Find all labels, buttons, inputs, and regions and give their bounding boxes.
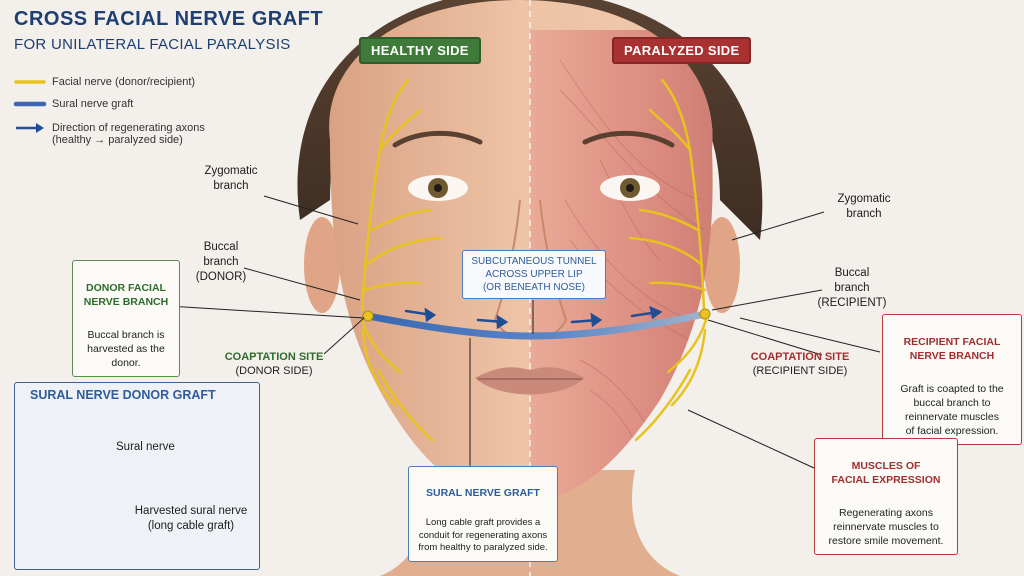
paralyzed-side-label: PARALYZED SIDE (612, 37, 752, 64)
axon-direction-arrows (404, 305, 663, 330)
sural-graft-box: SURAL NERVE GRAFT Long cable graft provi… (408, 466, 558, 563)
sural-donor-inset (14, 382, 260, 570)
buccal-branch-recipient-label: Buccal branch (RECIPIENT) (817, 267, 887, 309)
coaptation-right-marker (699, 308, 711, 320)
page-title: CROSS FACIAL NERVE GRAFT (14, 8, 324, 30)
sural-graft-box-text: Long cable graft provides a conduit for … (418, 516, 548, 554)
left-ear (304, 217, 340, 313)
coaptation-site-recipient: COAPTATION SITE (RECIPIENT SIDE) (750, 351, 850, 378)
inset-title: SURAL NERVE DONOR GRAFT (30, 388, 216, 402)
sural-graft-line (364, 310, 709, 340)
right-eyebrow (582, 130, 675, 148)
recipient-branch-box: RECIPIENT FACIAL NERVE BRANCH Graft is c… (882, 314, 1022, 446)
muscles-box-text: Regenerating axons reinnervate muscles t… (828, 506, 944, 548)
healthy-side-label: HEALTHY SIDE (359, 37, 481, 64)
sural-nerve-label: Sural nerve (116, 441, 175, 453)
sural-graft-box-title: SURAL NERVE GRAFT (426, 486, 540, 499)
legend-item-sural-graft: Sural nerve graft (52, 98, 134, 110)
muscles-box: MUSCLES OF FACIAL EXPRESSION Regeneratin… (814, 438, 958, 556)
recipient-box-title: RECIPIENT FACIAL NERVE BRANCH (903, 336, 1001, 363)
left-facial-nerve (360, 78, 442, 442)
zygomatic-branch-left-label: Zygomatic branch (204, 165, 258, 192)
legend-item-axon-direction: Direction of regenerating axons (healthy… (52, 122, 205, 146)
coaptation-left-marker (362, 310, 374, 322)
donor-box-title: DONOR FACIAL NERVE BRANCH (83, 282, 169, 309)
coaptation-site-donor: COAPTATION SITE (DONOR SIDE) (224, 351, 324, 378)
right-facial-nerve (628, 78, 708, 442)
harvested-sural-nerve-label: Harvested sural nerve (long cable graft) (134, 505, 248, 532)
donor-box-text: Buccal branch is harvested as the donor. (87, 328, 165, 370)
legend-item-facial-nerve: Facial nerve (donor/recipient) (52, 76, 196, 88)
lips (475, 367, 585, 395)
muscles-box-title: MUSCLES OF FACIAL EXPRESSION (831, 460, 941, 487)
buccal-branch-donor-label: Buccal branch (DONOR) (195, 241, 247, 283)
zygomatic-branch-right-label: Zygomatic branch (837, 193, 891, 220)
subcutaneous-tunnel-box: SUBCUTANEOUS TUNNEL ACROSS UPPER LIP (OR… (462, 250, 606, 299)
left-eyebrow (392, 130, 483, 148)
legend-arrow-icon (36, 123, 44, 133)
page-subtitle: FOR UNILATERAL FACIAL PARALYSIS (14, 36, 291, 53)
right-ear (704, 217, 740, 313)
recipient-box-text: Graft is coapted to the buccal branch to… (900, 382, 1004, 438)
donor-branch-box: DONOR FACIAL NERVE BRANCH Buccal branch … (72, 260, 180, 378)
